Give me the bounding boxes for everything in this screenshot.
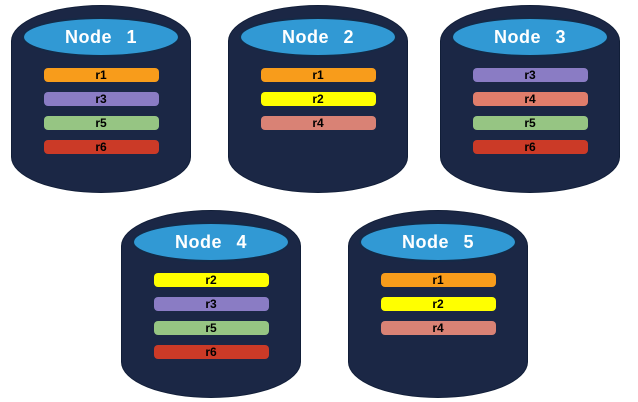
replica-list: r1 r2 r4 (348, 273, 528, 335)
replica-bar: r3 (43, 92, 159, 106)
cylinder-lid-icon: Node 5 (359, 222, 517, 262)
cylinder-lid-icon: Node 2 (239, 17, 397, 57)
replica-list: r3 r4 r5 r6 (440, 68, 620, 154)
replica-bar: r4 (472, 92, 588, 106)
replica-list: r1 r2 r4 (228, 68, 408, 130)
replica-list: r1 r3 r5 r6 (11, 68, 191, 154)
cylinder-lid-icon: Node 3 (451, 17, 609, 57)
db-node-1: Node 1 r1 r3 r5 r6 (11, 5, 191, 193)
replica-list: r2 r3 r5 r6 (121, 273, 301, 359)
cylinder-lid-icon: Node 4 (132, 222, 290, 262)
cylinder-lid-icon: Node 1 (22, 17, 180, 57)
node-title: Node 1 (64, 26, 137, 47)
replica-bar: r1 (260, 68, 376, 82)
replica-bar: r6 (472, 140, 588, 154)
replica-bar: r6 (43, 140, 159, 154)
replica-bar: r5 (472, 116, 588, 130)
db-node-4: Node 4 r2 r3 r5 r6 (121, 210, 301, 398)
node-title: Node 2 (281, 26, 354, 47)
replica-bar: r5 (43, 116, 159, 130)
replica-bar: r2 (380, 297, 496, 311)
node-title: Node 5 (401, 231, 474, 252)
replica-bar: r1 (43, 68, 159, 82)
replica-bar: r4 (260, 116, 376, 130)
node-title: Node 3 (493, 26, 566, 47)
replica-bar: r1 (380, 273, 496, 287)
replica-bar: r2 (153, 273, 269, 287)
db-node-3: Node 3 r3 r4 r5 r6 (440, 5, 620, 193)
db-node-2: Node 2 r1 r2 r4 (228, 5, 408, 193)
db-node-5: Node 5 r1 r2 r4 (348, 210, 528, 398)
node-title: Node 4 (174, 231, 247, 252)
replica-bar: r2 (260, 92, 376, 106)
replica-bar: r4 (380, 321, 496, 335)
replica-bar: r3 (153, 297, 269, 311)
replica-bar: r3 (472, 68, 588, 82)
replica-bar: r5 (153, 321, 269, 335)
replica-bar: r6 (153, 345, 269, 359)
